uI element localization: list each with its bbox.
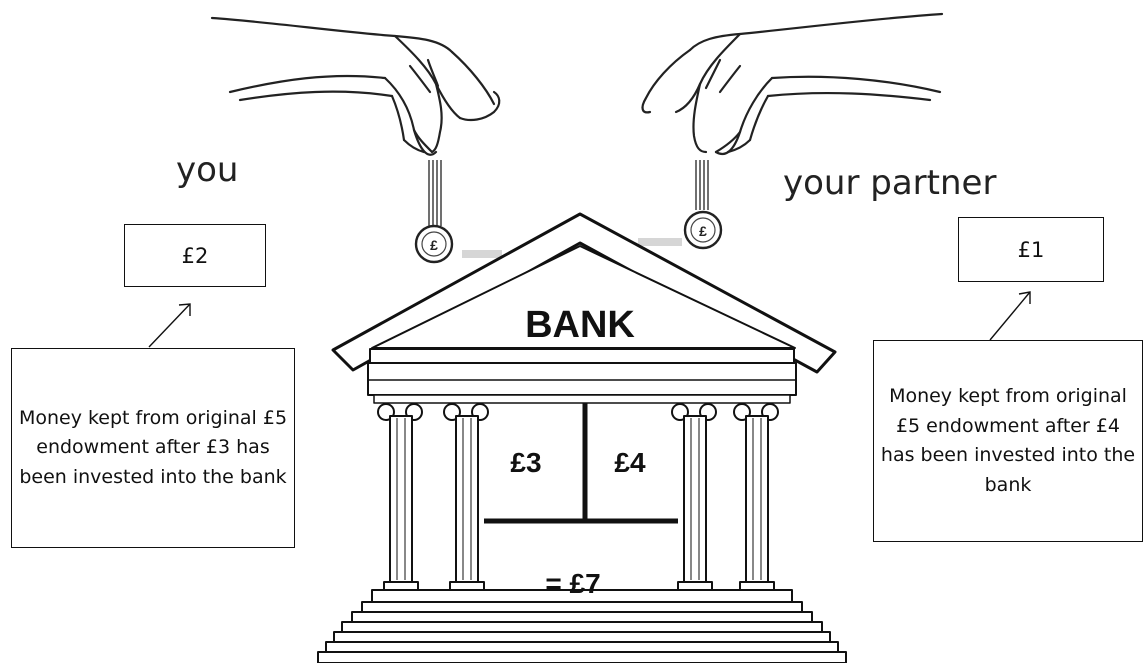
- partner-note-arrow: [989, 291, 1031, 341]
- investment-divider: [484, 403, 678, 524]
- bank-sign: BANK: [525, 304, 635, 346]
- partner-label: your partner: [783, 163, 997, 203]
- partner-kept-amount-box: £1: [958, 217, 1104, 282]
- right-coin-icon: [683, 210, 723, 250]
- you-note-box: Money kept from original £5 endowment af…: [11, 348, 295, 548]
- left-coin-shadow: [462, 250, 502, 258]
- you-investment-amount: £3: [510, 447, 541, 478]
- partner-note-text: Money kept from original £5 endowment af…: [880, 385, 1136, 496]
- left-columns: [377, 403, 489, 591]
- right-hand-icon: [641, 12, 944, 156]
- total-investment-amount: = £7: [545, 568, 600, 599]
- partner-kept-amount: £1: [1017, 237, 1045, 262]
- you-note-text: Money kept from original £5 endowment af…: [18, 406, 288, 488]
- right-coin-shadow: [638, 238, 682, 246]
- left-hand-icon: [210, 16, 501, 156]
- right-coin-symbol: £: [699, 223, 707, 239]
- left-coin-symbol: £: [430, 237, 438, 253]
- bank-building: [317, 212, 847, 663]
- you-note-arrow: [148, 303, 191, 348]
- right-columns: [671, 403, 779, 591]
- left-coin-drop-lines: [428, 160, 442, 226]
- partner-note-box: Money kept from original £5 endowment af…: [873, 340, 1143, 542]
- partner-investment-amount: £4: [614, 447, 646, 478]
- right-coin-drop-lines: [695, 160, 709, 210]
- you-label: you: [176, 150, 239, 190]
- you-kept-amount: £2: [181, 243, 209, 268]
- you-kept-amount-box: £2: [124, 224, 266, 287]
- left-coin-icon: [414, 224, 454, 264]
